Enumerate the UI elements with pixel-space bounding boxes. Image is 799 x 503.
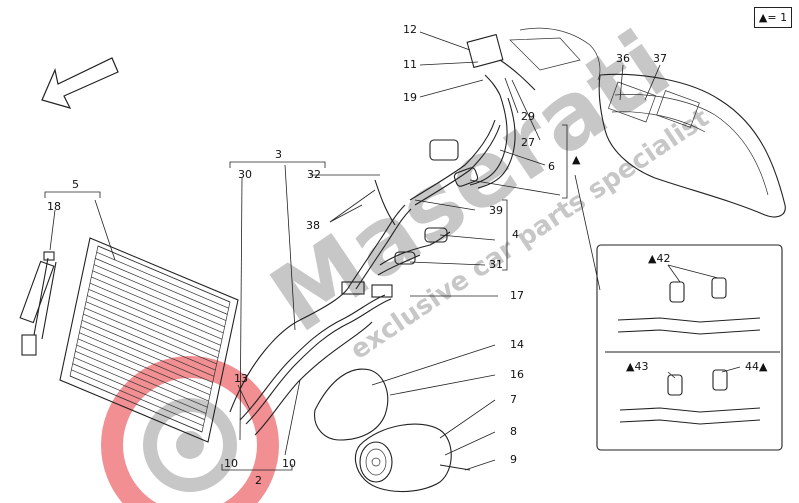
callout-27: 27	[521, 136, 535, 149]
callout-18: 18	[47, 200, 61, 213]
condenser-radiator	[19, 237, 239, 443]
callout-42: ▲42	[648, 252, 670, 265]
callout-labels: 12 11 19 29 27 6 ▲ 36 37 3 30 32 5 18 38…	[47, 23, 768, 487]
callout-38: 38	[306, 219, 320, 232]
ac-pipes	[229, 59, 536, 436]
callout-11: 11	[403, 58, 417, 71]
callout-3: 3	[275, 148, 282, 161]
callout-5: 5	[72, 178, 79, 191]
callout-12: 12	[403, 23, 417, 36]
callout-32: 32	[307, 168, 321, 181]
legend-quantity-box: ▲= 1	[754, 7, 792, 28]
callout-37: 37	[653, 52, 667, 65]
callout-10-left: 10	[224, 457, 238, 470]
callout-19: 19	[403, 91, 417, 104]
callout-29: 29	[521, 110, 535, 123]
callout-8: 8	[510, 425, 517, 438]
callout-44: 44▲	[745, 360, 768, 373]
compressor	[314, 368, 471, 493]
callout-36: 36	[616, 52, 630, 65]
callout-17: 17	[510, 289, 524, 302]
callout-14: 14	[510, 338, 524, 351]
detail-inset	[574, 174, 783, 451]
callout-2: 2	[255, 474, 262, 487]
direction-arrow-icon	[41, 57, 119, 109]
callout-9: 9	[510, 453, 517, 466]
callout-16: 16	[510, 368, 524, 381]
callout-30: 30	[238, 168, 252, 181]
callout-39: 39	[489, 204, 503, 217]
callout-4: 4	[512, 228, 519, 241]
callout-7: 7	[510, 393, 517, 406]
callout-10-right: 10	[282, 457, 296, 470]
leader-lines	[49, 31, 741, 471]
callout-13: 13	[234, 372, 248, 385]
callout-43: ▲43	[626, 360, 648, 373]
callout-31: 31	[489, 258, 503, 271]
group-brackets	[44, 124, 568, 471]
callout-6-triangle: ▲	[572, 153, 581, 166]
callout-6: 6	[548, 160, 555, 173]
evaporator-housing	[466, 27, 786, 218]
watermark-logo-circle	[101, 356, 279, 503]
